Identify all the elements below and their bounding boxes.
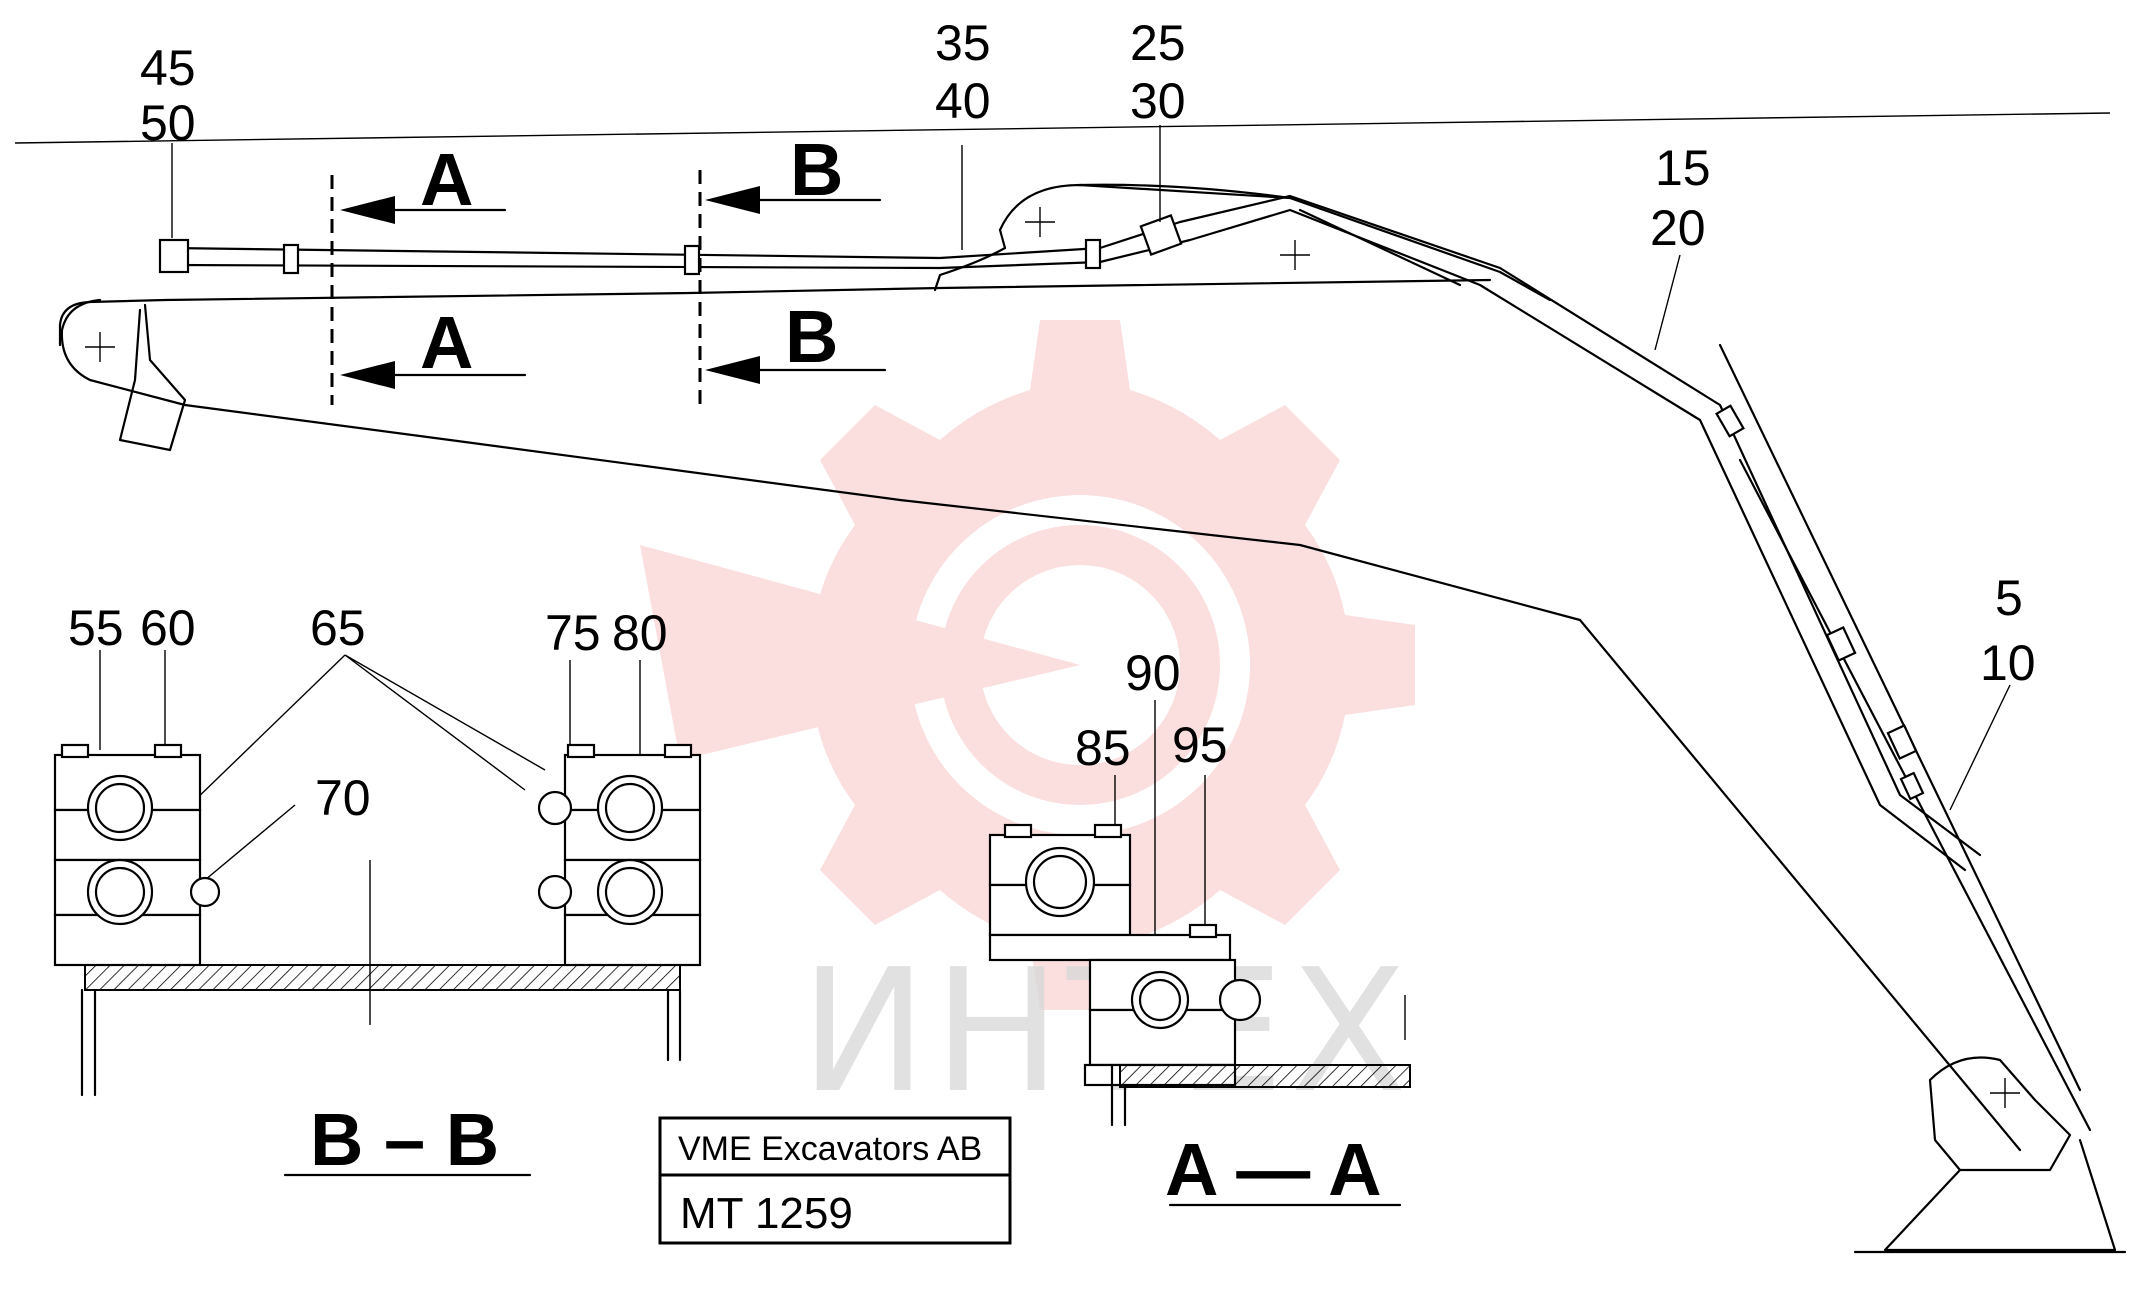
callout-15: 15 <box>1655 140 1711 196</box>
section-aa-detail <box>988 823 1411 1207</box>
fitting-45 <box>158 238 190 274</box>
section-bb-detail <box>53 743 702 1177</box>
callout-65: 65 <box>310 600 366 656</box>
callout-55: 55 <box>68 600 124 656</box>
callout-20: 20 <box>1650 200 1706 256</box>
callout-40: 40 <box>935 73 991 129</box>
callout-70: 70 <box>315 770 371 826</box>
callout-95: 95 <box>1172 717 1228 773</box>
section-marker-b-bottom: B <box>785 295 838 378</box>
callout-35: 35 <box>935 15 991 71</box>
section-view-title-bb: B – B <box>310 1098 499 1181</box>
callout-45: 45 <box>140 40 196 96</box>
clamp-a <box>282 243 300 275</box>
hydraulic-pipes <box>158 194 1982 872</box>
callout-90: 90 <box>1125 645 1181 701</box>
title-block: VME Excavators AB MT 1259 <box>658 1116 1012 1245</box>
callout-75: 75 <box>545 605 601 661</box>
callout-85: 85 <box>1075 720 1131 776</box>
reference-line-top <box>14 112 2111 144</box>
callout-25: 25 <box>1130 15 1186 71</box>
title-block-company: VME Excavators AB <box>678 1130 982 1168</box>
clamp-e <box>1825 626 1857 662</box>
callout-labels: 45 50 35 40 25 30 15 20 5 10 55 60 65 70… <box>68 15 2036 826</box>
clamp-b <box>683 244 701 276</box>
clamp-c <box>1084 238 1102 270</box>
clamp-g <box>1899 771 1925 801</box>
section-cut-lines <box>330 170 887 405</box>
section-marker-b-top: B <box>790 128 843 211</box>
callout-80: 80 <box>612 605 668 661</box>
section-view-title-aa: A — A <box>1165 1128 1382 1211</box>
title-block-drawing-number: MT 1259 <box>680 1189 853 1238</box>
callout-50: 50 <box>140 95 196 151</box>
section-marker-a-bottom: A <box>420 301 473 384</box>
callout-10: 10 <box>1980 635 2036 691</box>
coupling-25 <box>1139 214 1183 256</box>
callout-60: 60 <box>140 600 196 656</box>
clamp-d <box>1715 404 1745 438</box>
watermark-gear-logo <box>640 320 1415 1010</box>
clamp-f <box>1886 724 1918 760</box>
callout-5: 5 <box>1995 570 2023 626</box>
callout-30: 30 <box>1130 73 1186 129</box>
section-marker-a-top: A <box>420 138 473 221</box>
